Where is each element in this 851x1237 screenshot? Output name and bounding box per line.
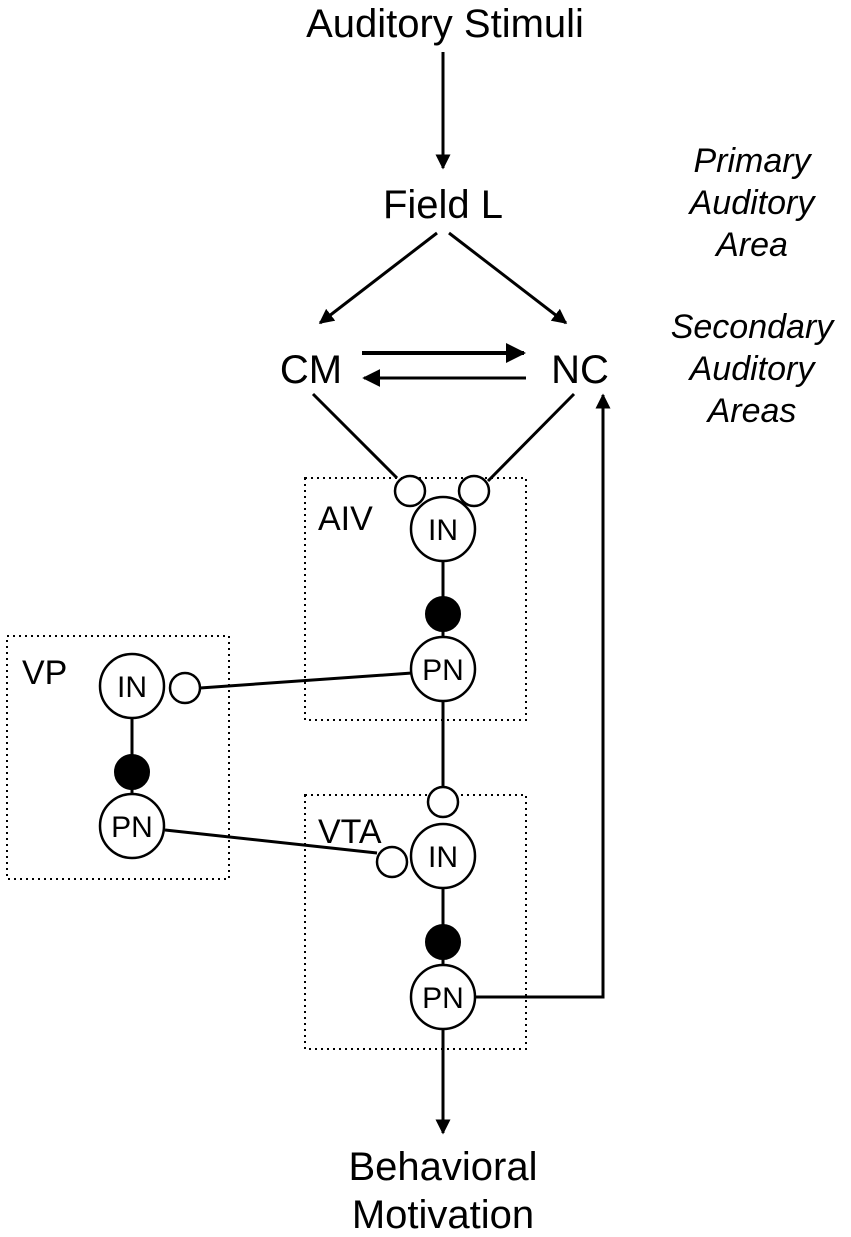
behavioral-motivation-label-line1: Behavioral xyxy=(348,1145,537,1189)
aiv-region-box xyxy=(304,477,527,721)
nc-aiv-synapse xyxy=(457,474,491,508)
primary-area-label-line2: Auditory xyxy=(688,184,817,222)
primary-area-label-line3: Area xyxy=(714,226,788,264)
cm-to-aiv-projection xyxy=(311,392,399,480)
aiv-in-cell: IN xyxy=(409,495,477,563)
aiv-region-label: AIV xyxy=(318,500,373,538)
cm-label: CM xyxy=(280,348,342,392)
vp-region-box xyxy=(6,635,230,880)
vp-in-cell: IN xyxy=(98,652,166,720)
vta-region-box xyxy=(304,794,527,1050)
nc-label: NC xyxy=(551,348,609,392)
nc-to-aiv-projection xyxy=(486,392,576,483)
field-l-to-nc-arrow xyxy=(448,231,568,325)
vp-vta-synapse xyxy=(375,845,409,879)
aiv-pn-to-vp-in-projection xyxy=(199,671,413,690)
vp-pn-label: PN xyxy=(111,811,153,844)
cm-aiv-synapse xyxy=(393,474,427,508)
aiv-pn-cell: PN xyxy=(409,635,477,703)
field-l-to-cm-arrow xyxy=(318,231,438,325)
vta-pn-cell: PN xyxy=(409,963,477,1031)
secondary-areas-label-line3: Areas xyxy=(706,392,797,430)
vta-pn-to-nc-feedback-arrow xyxy=(475,393,611,999)
vta-region-label: VTA xyxy=(318,813,382,851)
secondary-areas-label-line2: Auditory xyxy=(688,350,817,388)
aiv-inhibitory-synapse xyxy=(425,596,461,632)
vp-in-label: IN xyxy=(117,671,147,704)
vp-pn-to-vta-in-projection xyxy=(164,828,378,855)
vta-in-cell: IN xyxy=(409,822,477,890)
vp-pn-cell: PN xyxy=(98,792,166,860)
aiv-pn-label: PN xyxy=(422,654,464,687)
aiv-vp-synapse xyxy=(168,671,202,705)
aiv-in-label: IN xyxy=(428,514,458,547)
vta-pn-label: PN xyxy=(422,982,464,1015)
primary-area-label-line1: Primary xyxy=(693,142,812,180)
behavioral-motivation-label-line2: Motivation xyxy=(352,1193,534,1237)
secondary-areas-label-line1: Secondary xyxy=(671,308,836,346)
vta-inhibitory-synapse xyxy=(425,924,461,960)
auditory-stimuli-label: Auditory Stimuli xyxy=(306,2,584,46)
aiv-vta-synapse xyxy=(426,785,460,819)
vp-region-label: VP xyxy=(22,654,67,692)
vp-inhibitory-synapse xyxy=(114,754,150,790)
vta-in-label: IN xyxy=(428,841,458,874)
field-l-label: Field L xyxy=(383,183,503,227)
